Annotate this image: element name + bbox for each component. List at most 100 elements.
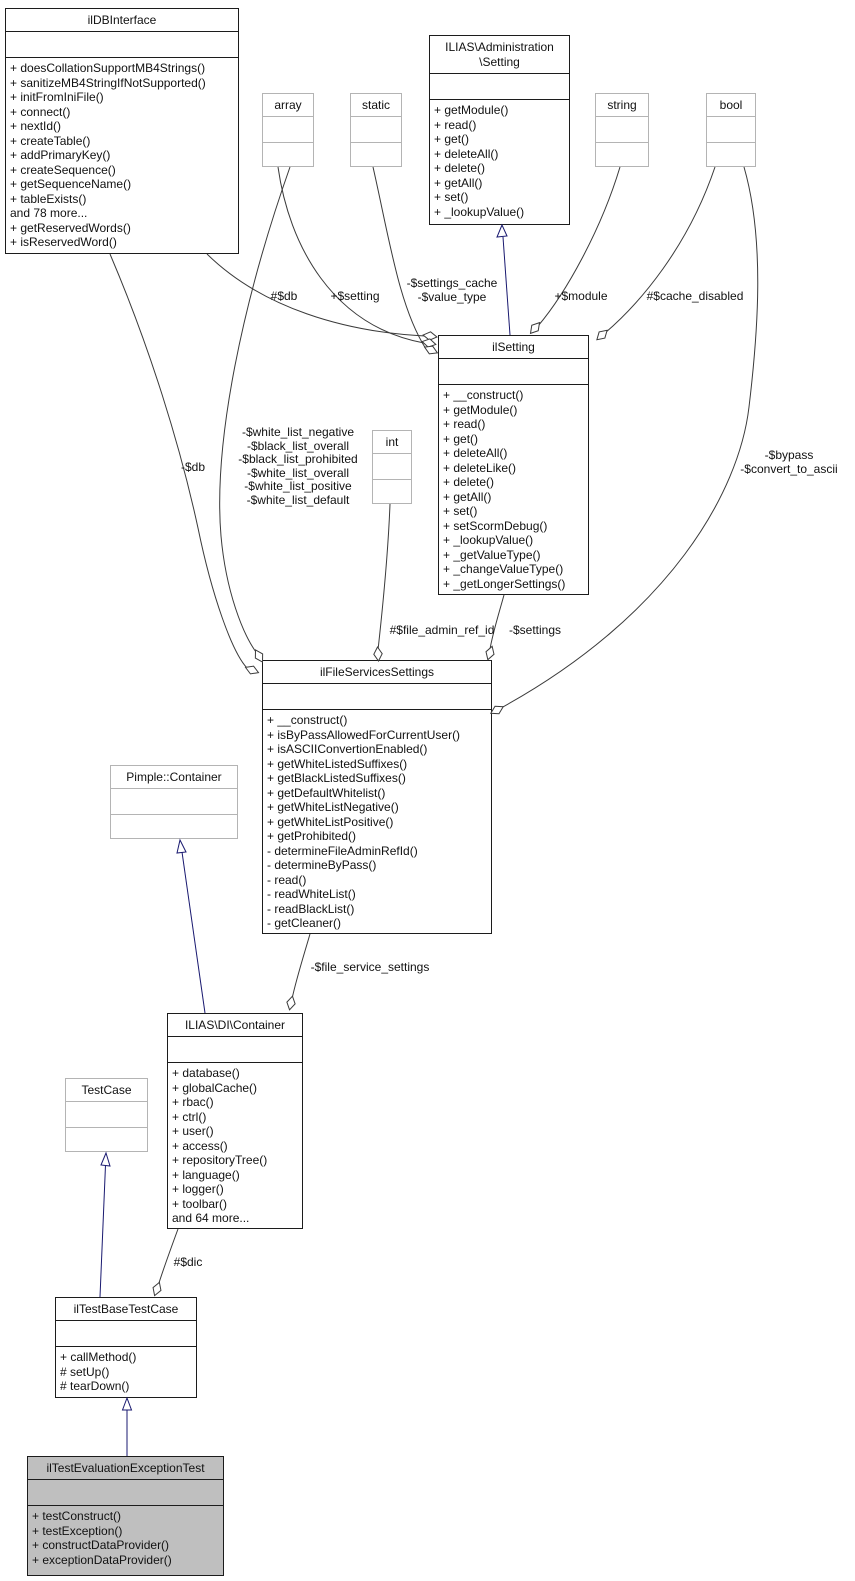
edge-db-to-ilsetting xyxy=(206,253,426,337)
edge-int-to-filesettings xyxy=(377,503,391,651)
class-attributes-section xyxy=(66,1101,147,1127)
edge-label-db-fss: -$db xyxy=(180,460,206,474)
method-line: - readWhiteList() xyxy=(267,887,356,901)
class-box-ilsetting[interactable]: ilSetting + __construct()+ getModule()+ … xyxy=(438,335,589,595)
edge-db-to-filesettings xyxy=(109,253,248,669)
method-line: and 78 more... xyxy=(10,206,88,220)
edge-label-module: +$module xyxy=(554,289,608,303)
method-line: + language() xyxy=(172,1167,240,1182)
class-methods-section xyxy=(351,142,401,168)
class-box-ilias-administration-setting[interactable]: ILIAS\Administration \Setting + getModul… xyxy=(429,35,570,225)
class-attributes-section xyxy=(439,358,588,384)
method-line: + _lookupValue() xyxy=(434,204,525,219)
method-line: + isASCIIConvertionEnabled() xyxy=(267,742,428,756)
class-box-iltestbasetestcase[interactable]: ilTestBaseTestCase + callMethod()# setUp… xyxy=(55,1297,197,1398)
method-line: + isReservedWord() xyxy=(10,235,117,249)
class-methods-section xyxy=(707,142,755,168)
class-methods-section: + database()+ globalCache()+ rbac()+ ctr… xyxy=(168,1062,302,1228)
diamond-settings-filesettings xyxy=(485,645,495,661)
class-title: ilDBInterface xyxy=(87,13,157,27)
method-line: + repositoryTree() xyxy=(172,1153,268,1167)
class-box-iltestevaluationexceptiontest[interactable]: ilTestEvaluationExceptionTest + testCons… xyxy=(27,1456,224,1576)
class-title: ilTestEvaluationExceptionTest xyxy=(46,1461,205,1475)
method-line: - determineFileAdminRefId() xyxy=(267,843,418,858)
method-line: + get() xyxy=(443,431,479,446)
class-box-ildbinterface[interactable]: ilDBInterface + doesCollationSupportMB4S… xyxy=(5,8,239,254)
diamond-db-filesettings xyxy=(244,665,260,675)
method-line: + getAll() xyxy=(443,489,492,504)
method-line: - readBlackList() xyxy=(267,901,355,916)
method-line: + connect() xyxy=(10,104,71,119)
class-attributes-section xyxy=(263,116,313,142)
method-line: + getBlackListedSuffixes() xyxy=(267,771,406,785)
class-attributes-section xyxy=(56,1320,196,1346)
method-line: + delete() xyxy=(443,475,495,489)
method-line: + testConstruct() xyxy=(32,1509,122,1523)
method-line: + getProhibited() xyxy=(267,829,357,843)
diamond-setting-ilsetting xyxy=(421,338,437,348)
class-box-ilias-di-container[interactable]: ILIAS\DI\Container + database()+ globalC… xyxy=(167,1013,303,1229)
method-line: + access() xyxy=(172,1138,228,1153)
method-line: + getDefaultWhitelist() xyxy=(267,785,386,800)
class-methods-section: + testConstruct()+ testException()+ cons… xyxy=(28,1505,223,1575)
class-box-int: int xyxy=(372,430,412,504)
class-methods-section xyxy=(263,142,313,168)
class-attributes-section xyxy=(6,31,238,57)
class-methods-section: + getModule()+ read()+ get()+ deleteAll(… xyxy=(430,99,569,224)
method-line: + deleteLike() xyxy=(443,460,517,475)
method-line: + read() xyxy=(443,417,486,431)
class-attributes-section xyxy=(373,453,411,479)
class-title: ilSetting xyxy=(492,340,535,354)
method-line: + createTable() xyxy=(10,133,91,148)
class-attributes-section xyxy=(28,1479,223,1505)
edge-bool-to-ilsetting xyxy=(604,166,716,334)
method-line: + getWhiteListPositive() xyxy=(267,814,394,829)
class-box-static: static xyxy=(350,93,402,167)
class-methods-section xyxy=(596,142,648,168)
method-line: + exceptionDataProvider() xyxy=(32,1552,172,1567)
method-line: + constructDataProvider() xyxy=(32,1538,170,1552)
method-line: + database() xyxy=(172,1066,240,1080)
class-attributes-section xyxy=(707,116,755,142)
method-line: # tearDown() xyxy=(60,1379,130,1393)
class-methods-section xyxy=(373,479,411,505)
arrow-inherits-setting xyxy=(496,223,508,238)
method-line: + read() xyxy=(434,117,477,132)
class-title: ILIAS\DI\Container xyxy=(184,1018,286,1032)
method-line: + isByPassAllowedForCurrentUser() xyxy=(267,727,461,742)
class-methods-section: + callMethod()# setUp()# tearDown() xyxy=(56,1346,196,1397)
class-attributes-section xyxy=(596,116,648,142)
edge-label-file-admin-ref-id: #$file_admin_ref_id xyxy=(389,623,495,637)
method-line: + user() xyxy=(172,1124,214,1138)
edge-label-cache-disabled: #$cache_disabled xyxy=(646,289,744,303)
method-line: + _getLongerSettings() xyxy=(443,576,566,591)
edge-label-white-lists: -$white_list_negative -$black_list_overa… xyxy=(238,425,358,507)
method-line: + delete() xyxy=(434,161,486,175)
method-line: + sanitizeMB4StringIfNotSupported() xyxy=(10,75,206,90)
method-line: + deleteAll() xyxy=(434,146,499,161)
class-attributes-section xyxy=(430,73,569,99)
method-line: + get() xyxy=(434,132,470,146)
diamond-cachedisabled-ilsetting xyxy=(596,329,608,341)
edge-ilsetting-inherits-setting xyxy=(502,236,511,336)
edge-filesettings-to-dicontainer xyxy=(291,933,311,1000)
class-methods-section xyxy=(111,814,237,840)
method-line: + tableExists() xyxy=(10,191,87,206)
diamond-db-ilsetting xyxy=(422,331,438,341)
method-line: + __construct() xyxy=(267,713,348,727)
method-line: + rbac() xyxy=(172,1095,214,1109)
class-methods-section xyxy=(66,1127,147,1153)
class-title: array xyxy=(274,98,302,112)
class-title: ilFileServicesSettings xyxy=(319,665,435,679)
edge-static-to-ilsetting xyxy=(372,166,427,350)
class-title: int xyxy=(385,435,399,449)
edge-label-setting: +$setting xyxy=(330,289,380,303)
edge-label-bypass: -$bypass -$convert_to_ascii xyxy=(740,448,838,476)
arrow-inherits-testbase xyxy=(121,1396,133,1411)
diamond-filesettings-dicontainer xyxy=(286,995,296,1011)
method-line: + set() xyxy=(434,190,469,204)
class-box-array: array xyxy=(262,93,314,167)
class-box-ilfileservicessettings[interactable]: ilFileServicesSettings + __construct()+ … xyxy=(262,660,492,934)
class-methods-section: + doesCollationSupportMB4Strings()+ sani… xyxy=(6,57,238,253)
